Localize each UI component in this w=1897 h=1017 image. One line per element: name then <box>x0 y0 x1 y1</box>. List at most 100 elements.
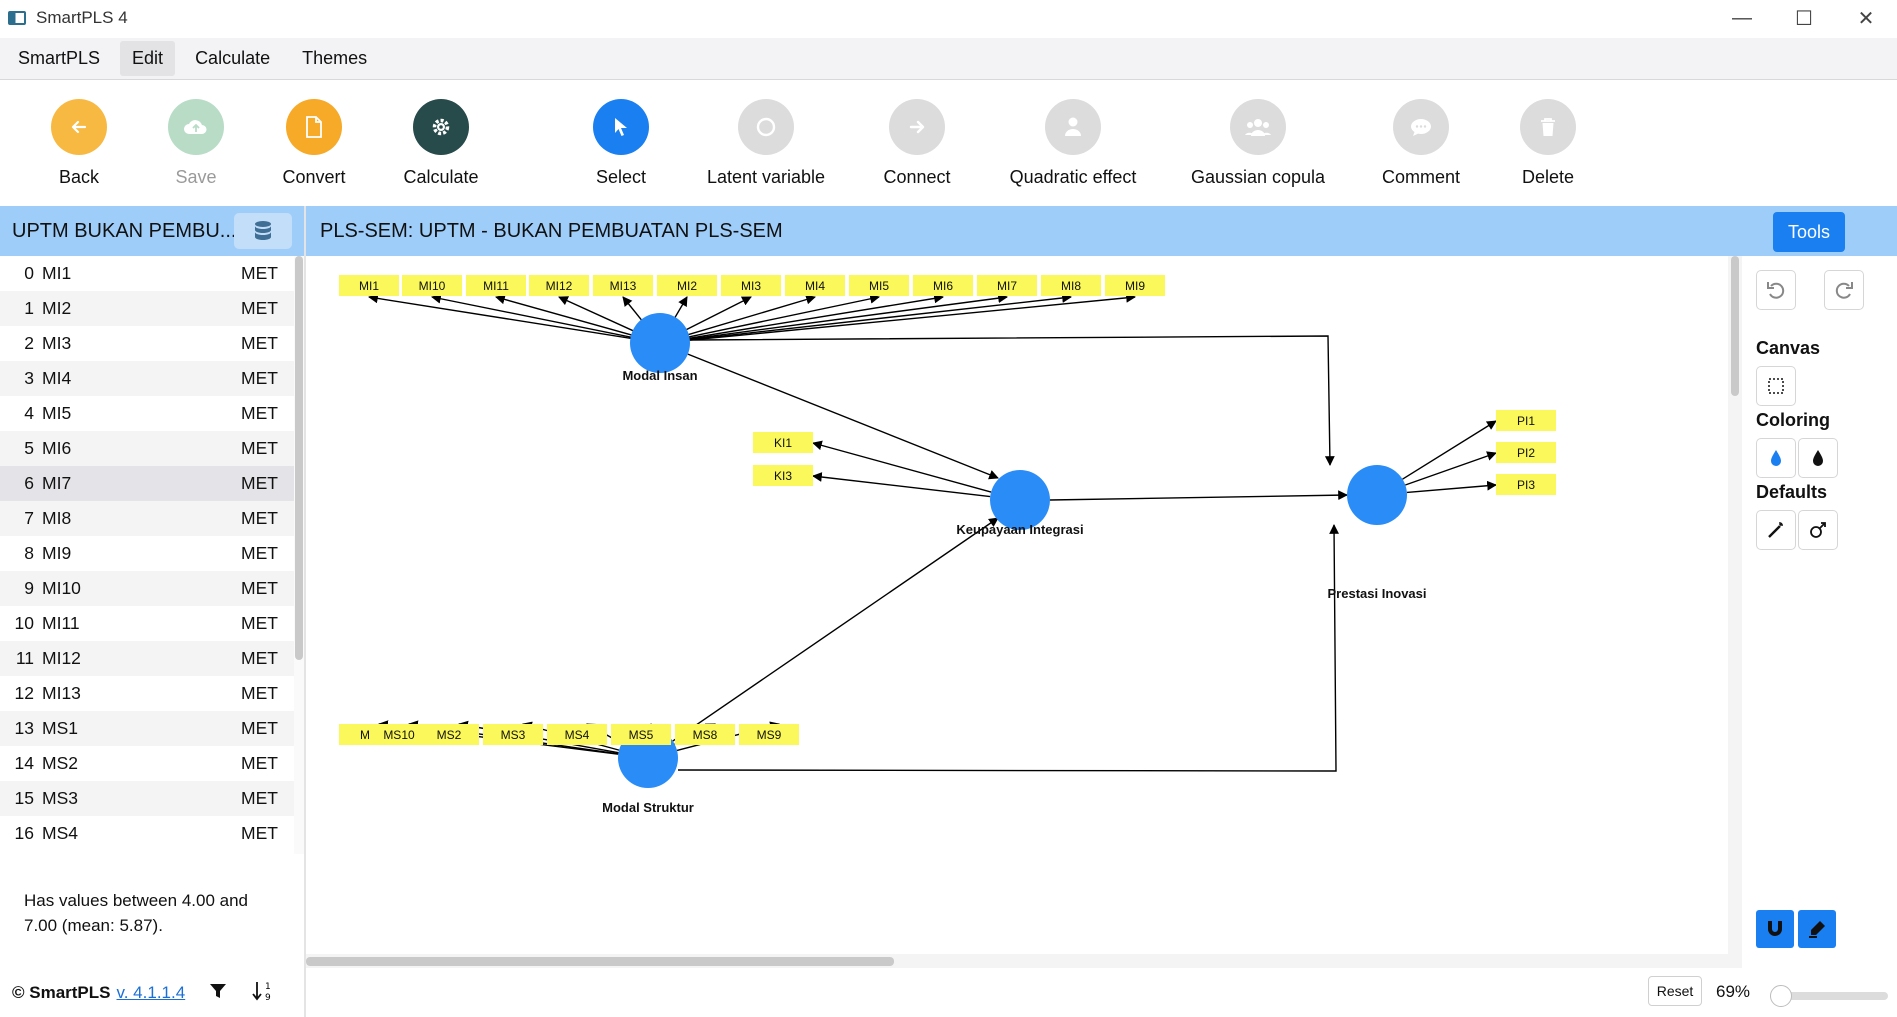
canvas-vertical-scrollbar[interactable] <box>1728 256 1742 954</box>
indicator-mi[interactable]: MI6 <box>913 275 973 296</box>
indicator-mi[interactable]: MI13 <box>593 275 653 296</box>
indicator-pi[interactable]: PI3 <box>1496 474 1556 495</box>
indicator-mi[interactable]: MI8 <box>1041 275 1101 296</box>
canvas-horizontal-scrollbar[interactable] <box>306 954 1742 968</box>
loading-edge-pi[interactable] <box>1402 420 1497 480</box>
indicator-ms[interactable]: MS3 <box>483 724 543 745</box>
color-line-button[interactable] <box>1798 438 1838 478</box>
indicator-mi[interactable]: MI9 <box>1105 275 1165 296</box>
scrollbar-thumb[interactable] <box>295 256 303 660</box>
path-ki-pi[interactable] <box>1049 490 1348 501</box>
latent-variable-button[interactable]: Latent variable <box>691 99 841 188</box>
save-button[interactable]: Save <box>121 99 271 188</box>
menu-themes[interactable]: Themes <box>302 48 368 68</box>
loading-edge-mi[interactable] <box>683 293 944 340</box>
indicator-ki[interactable]: KI1 <box>753 432 813 453</box>
loading-edge-mi[interactable] <box>683 292 1136 342</box>
scrollbar-thumb[interactable] <box>306 957 894 966</box>
loading-edge-mi[interactable] <box>681 296 752 333</box>
indicator-mi[interactable]: MI4 <box>785 275 845 296</box>
calculate-button[interactable]: Calculate <box>366 99 516 188</box>
redo-button[interactable] <box>1824 270 1864 310</box>
indicator-ms[interactable]: MS4 <box>547 724 607 745</box>
loading-edge-pi[interactable] <box>1405 451 1497 486</box>
menu-smartpls[interactable]: SmartPLS <box>18 48 101 68</box>
path-ms-ki[interactable] <box>672 517 999 742</box>
indicator-mi[interactable]: MI5 <box>849 275 909 296</box>
loading-edge-mi[interactable] <box>683 293 1008 341</box>
indicator-ki[interactable]: KI3 <box>753 465 813 486</box>
convert-button[interactable]: Convert <box>239 99 389 188</box>
gaussian-copula-button[interactable]: Gaussian copula <box>1183 99 1333 188</box>
model-canvas[interactable]: Modal Insan Keupayaan Integrasi Prestasi… <box>306 256 1728 954</box>
path-mi-ki[interactable] <box>687 353 999 480</box>
indicator-ms[interactable]: MS8 <box>675 724 735 745</box>
maximize-icon[interactable]: ☐ <box>1795 7 1813 30</box>
indicator-ms[interactable]: MS10 <box>369 724 429 745</box>
magic-wand-button[interactable] <box>1756 510 1796 550</box>
loading-edge-ki[interactable] <box>812 440 992 493</box>
version-link[interactable]: v. 4.1.1.4 <box>116 983 186 1002</box>
gender-default-button[interactable] <box>1798 510 1838 550</box>
indicator-mi[interactable]: MI12 <box>529 275 589 296</box>
loading-edge-mi[interactable] <box>682 294 816 337</box>
reset-zoom-button[interactable]: Reset <box>1648 976 1702 1006</box>
loading-edge-mi[interactable] <box>431 293 637 339</box>
loading-edge-mi[interactable] <box>683 293 1072 342</box>
panel-divider[interactable] <box>304 206 306 1017</box>
database-button[interactable] <box>234 213 292 249</box>
indicator-mi[interactable]: MI11 <box>466 275 526 296</box>
minimize-icon[interactable]: — <box>1732 6 1752 29</box>
indicator-ms[interactable]: MS5 <box>611 724 671 745</box>
indicator-ms[interactable]: MS2 <box>419 724 479 745</box>
menu-edit[interactable]: Edit <box>120 41 176 76</box>
quadratic-effect-button[interactable]: Quadratic effect <box>998 99 1148 188</box>
path-mi-pi[interactable] <box>689 335 1335 466</box>
select-button[interactable]: Select <box>546 99 696 188</box>
indicator-mi[interactable]: MI7 <box>977 275 1037 296</box>
connect-button[interactable]: Connect <box>842 99 992 188</box>
indicator-list-scrollbar[interactable] <box>294 256 304 854</box>
latent-prestasi-inovasi[interactable] <box>1347 465 1407 525</box>
loading-edge-mi[interactable] <box>368 293 637 340</box>
zoom-slider-knob[interactable] <box>1770 985 1792 1007</box>
indicator-pi[interactable]: PI1 <box>1496 410 1556 431</box>
latent-keupayaan-integrasi[interactable] <box>990 470 1050 530</box>
filter-icon[interactable] <box>209 982 227 1005</box>
scrollbar-thumb[interactable] <box>1731 256 1739 396</box>
tools-button[interactable]: Tools <box>1773 212 1845 252</box>
comment-button[interactable]: Comment <box>1346 99 1496 188</box>
indicator-pi[interactable]: PI2 <box>1496 442 1556 463</box>
loading-edge-mi[interactable] <box>683 294 880 339</box>
menu-calculate[interactable]: Calculate <box>195 48 271 68</box>
close-icon[interactable]: ✕ <box>1857 7 1875 30</box>
back-button[interactable]: Back <box>4 99 154 188</box>
loading-edge-ki[interactable] <box>812 472 991 498</box>
delete-button[interactable]: Delete <box>1473 99 1623 188</box>
latent-modal-insan[interactable] <box>630 313 690 373</box>
indicator-ms[interactable]: MS9 <box>739 724 799 745</box>
indicator-mi[interactable]: MI10 <box>402 275 462 296</box>
zoom-slider[interactable] <box>1770 985 1888 1007</box>
highlighter-button[interactable] <box>1798 910 1836 948</box>
undo-button[interactable] <box>1756 270 1796 310</box>
indicator-mi[interactable]: MI2 <box>657 275 717 296</box>
canvas-select-button[interactable] <box>1756 366 1796 406</box>
